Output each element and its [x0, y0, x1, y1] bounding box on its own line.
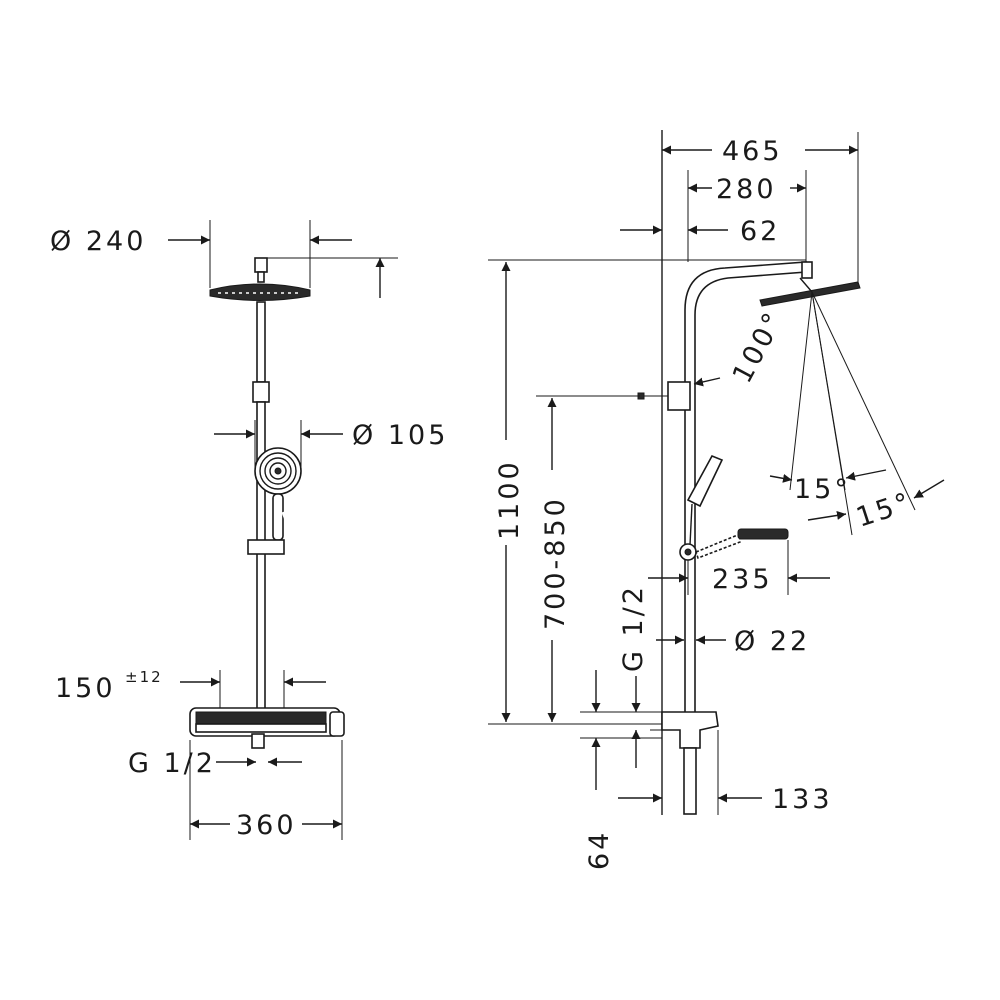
label-height-700-850: 700-850 [540, 496, 571, 630]
front-riser-pipe [252, 301, 270, 711]
label-height-1100: 1100 [494, 459, 525, 540]
label-connection-front: G 1/2 [128, 748, 216, 779]
dim-head-diameter: Ø 240 [50, 220, 385, 298]
label-angle-100: 100° [727, 306, 791, 389]
side-shower-head [759, 261, 861, 307]
dim-angle-15-a: 15° [769, 469, 887, 505]
dim-height-64: 64 [580, 670, 662, 870]
label-connection-side: G 1/2 [618, 584, 649, 672]
label-depth-235: 235 [712, 564, 773, 595]
dim-pipe-diameter: Ø 22 [656, 626, 810, 657]
side-hand-shower-holder [679, 454, 724, 561]
side-thermostat [650, 711, 719, 815]
dim-depth-133: 133 [618, 730, 833, 815]
dim-angle-100: 100° [693, 306, 791, 389]
label-angle-15-b: 15° [853, 487, 917, 534]
label-distance-150-tolerance: ±12 [125, 668, 163, 686]
label-width-360: 360 [236, 810, 297, 841]
label-head-diameter: Ø 240 [50, 226, 146, 257]
dim-width-465: 465 [662, 132, 859, 284]
dim-hand-shower-diameter: Ø 105 [214, 420, 448, 470]
label-offset-62: 62 [740, 216, 780, 247]
front-hose [261, 511, 331, 809]
dim-distance-150: 150 ±12 [55, 668, 326, 708]
label-width-280: 280 [716, 174, 777, 205]
label-height-64: 64 [584, 830, 615, 870]
dim-offset-62: 62 [620, 216, 780, 247]
side-hand-shower [695, 528, 789, 560]
label-width-465: 465 [722, 136, 783, 167]
dim-width-360: 360 [189, 740, 343, 841]
label-distance-150: 150 [55, 673, 116, 704]
dim-connection-side: G 1/2 [618, 584, 649, 768]
side-spray-lines [789, 291, 916, 536]
dim-width-280: 280 [687, 170, 807, 262]
label-hand-shower-diameter: Ø 105 [352, 420, 448, 451]
dim-height-1100: 1100 [488, 259, 806, 725]
side-view: 465 280 62 100° 15° [488, 130, 945, 870]
label-pipe-diameter: Ø 22 [734, 626, 810, 657]
label-depth-133: 133 [772, 784, 833, 815]
dim-connection-front: G 1/2 [128, 748, 302, 779]
front-hand-shower [247, 447, 302, 555]
front-shower-head [209, 257, 398, 301]
label-angle-15-a: 15° [794, 474, 851, 505]
dim-depth-235: 235 [648, 540, 830, 595]
front-thermostat [189, 707, 345, 749]
dim-height-700-850: 700-850 [536, 395, 640, 722]
front-view: Ø 240 Ø 105 150 ±12 G 1/2 [50, 220, 448, 841]
